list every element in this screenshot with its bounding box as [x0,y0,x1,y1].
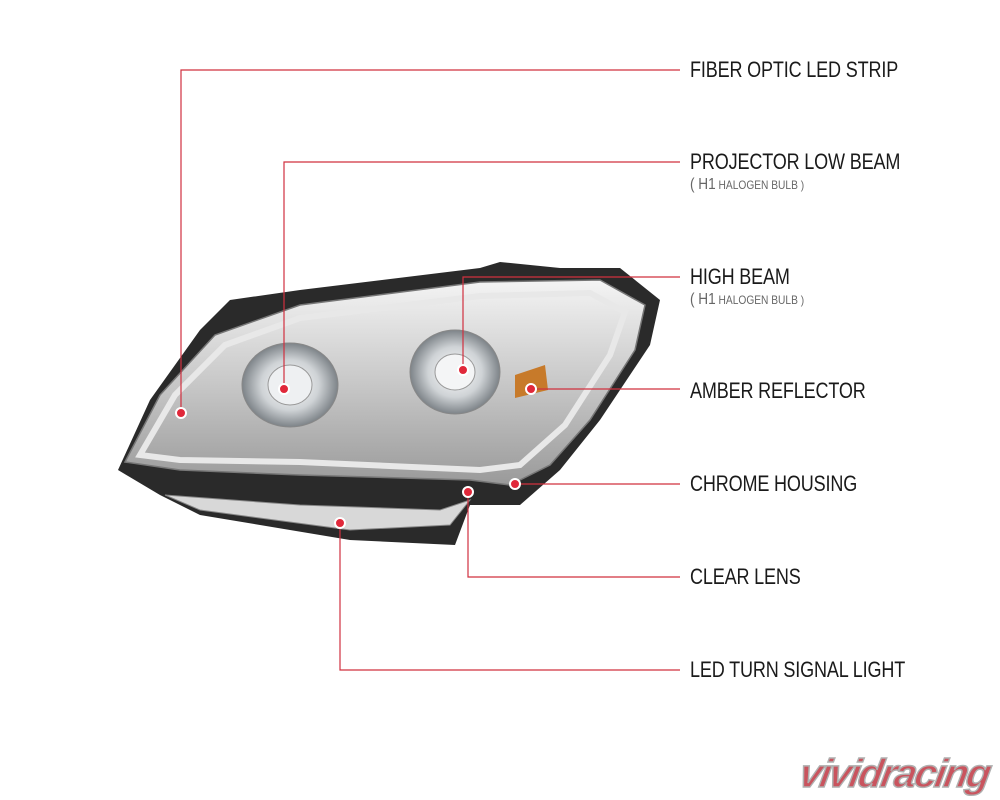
bulb-type: ( H1 [690,291,716,308]
callout-line-fiber-optic [180,69,680,413]
label-amber-reflector: AMBER REFLECTOR [690,378,866,403]
bulb-desc: HALOGEN BULB ) [718,293,805,307]
headlight-image [118,262,660,545]
label-clear-lens: CLEAR LENS [690,564,801,589]
label-led-turn-signal-light: LED TURN SIGNAL LIGHT [690,657,906,682]
vividracing-logo: vividracing [795,751,994,797]
callout-dots [175,364,537,529]
amber-reflector-shape [515,365,548,398]
bulb-desc: HALOGEN BULB ) [718,178,805,192]
sublabel-low-beam-bulb: ( H1 HALOGEN BULB ) [690,176,804,194]
label-fiber-optic-led-strip: FIBER OPTIC LED STRIP [690,57,899,82]
callout-line-low-beam [283,161,680,389]
callout-lines [180,69,680,671]
callout-line-led-turn [339,523,680,671]
label-projector-low-beam: PROJECTOR LOW BEAM [690,149,901,174]
label-high-beam: HIGH BEAM [690,264,790,289]
bulb-type: ( H1 [690,176,716,193]
callout-line-high-beam [462,276,680,370]
sublabel-high-beam-bulb: ( H1 HALOGEN BULB ) [690,291,804,309]
label-chrome-housing: CHROME HOUSING [690,471,858,496]
callout-line-clear-lens [467,492,680,578]
